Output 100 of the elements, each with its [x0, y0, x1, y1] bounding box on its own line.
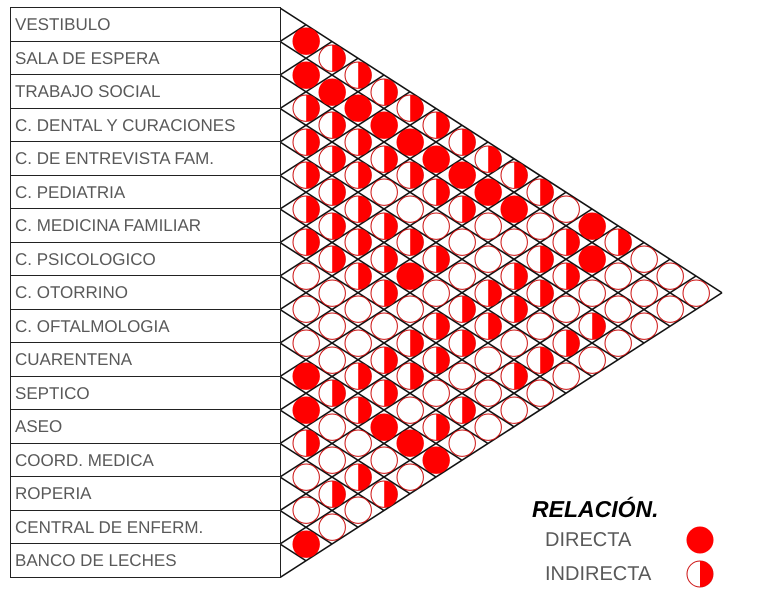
- filled-circle: [292, 396, 320, 424]
- half-filled-circle: [396, 228, 424, 257]
- half-filled-circle: [318, 111, 346, 140]
- filled-circle: [396, 262, 424, 290]
- empty-circle: [474, 379, 502, 408]
- empty-circle: [604, 262, 632, 290]
- empty-circle: [318, 513, 346, 542]
- half-filled-circle: [422, 346, 450, 374]
- filled-circle: [422, 144, 450, 173]
- half-filled-circle: [344, 396, 372, 424]
- room-label: CUARENTENA: [10, 342, 281, 378]
- half-filled-circle: [370, 245, 398, 274]
- filled-circle: [292, 362, 320, 391]
- empty-circle: [292, 462, 320, 492]
- half-filled-circle: [292, 128, 320, 156]
- half-filled-circle: [292, 194, 320, 224]
- half-filled-circle: [370, 78, 398, 106]
- empty-circle: [526, 379, 554, 408]
- empty-circle: [630, 278, 658, 307]
- empty-circle: [526, 312, 554, 340]
- room-label: BANCO DE LECHES: [10, 543, 281, 578]
- empty-circle: [422, 379, 450, 408]
- legend-label: INDIRECTA: [545, 563, 652, 586]
- half-filled-circle: [422, 245, 450, 274]
- half-filled-circle: [318, 245, 346, 274]
- empty-circle: [396, 194, 424, 224]
- empty-circle: [318, 312, 346, 340]
- empty-circle: [344, 295, 372, 324]
- empty-circle: [474, 212, 502, 240]
- empty-circle: [448, 362, 476, 391]
- empty-circle: [500, 328, 528, 358]
- half-filled-circle: [292, 94, 320, 123]
- empty-circle: [552, 194, 580, 224]
- half-filled-circle: [292, 228, 320, 257]
- half-filled-circle: [318, 178, 346, 206]
- empty-circle: [448, 262, 476, 290]
- half-filled-circle: [604, 228, 632, 257]
- half-filled-circle: [344, 228, 372, 257]
- half-filled-circle: [318, 144, 346, 173]
- room-label: C. PSICOLOGICO: [10, 242, 281, 277]
- half-filled-circle: [396, 161, 424, 190]
- half-filled-circle: [422, 178, 450, 206]
- empty-circle: [552, 362, 580, 391]
- half-filled-circle: [552, 262, 580, 290]
- empty-circle: [396, 396, 424, 424]
- legend-title: RELACIÓN.: [532, 496, 658, 523]
- half-filled-circle: [578, 312, 606, 340]
- room-label: SEPTICO: [10, 376, 281, 411]
- empty-circle: [578, 346, 606, 374]
- half-filled-circle: [500, 295, 528, 324]
- filled-circle: [396, 429, 424, 458]
- half-filled-circle: [318, 212, 346, 240]
- half-filled-circle: [552, 228, 580, 257]
- empty-circle: [422, 278, 450, 307]
- half-filled-circle: [396, 94, 424, 123]
- empty-circle: [630, 245, 658, 274]
- half-filled-circle: [370, 144, 398, 173]
- half-filled-circle: [344, 60, 372, 90]
- half-filled-circle: [448, 295, 476, 324]
- half-filled-circle: [370, 346, 398, 374]
- filled-circle: [422, 446, 450, 474]
- half-filled-circle: [292, 161, 320, 190]
- empty-circle: [344, 496, 372, 525]
- half-filled-circle: [422, 412, 450, 441]
- filled-circle: [292, 27, 320, 56]
- filled-circle: [396, 128, 424, 156]
- filled-circle: [292, 60, 320, 90]
- empty-circle: [474, 346, 502, 374]
- half-filled-circle: [370, 379, 398, 408]
- filled-circle: [318, 78, 346, 106]
- filled-circle: [292, 530, 320, 558]
- filled-circle: [370, 111, 398, 140]
- room-label: C. MEDICINA FAMILIAR: [10, 208, 281, 244]
- empty-circle: [292, 328, 320, 358]
- half-filled-circle: [344, 462, 372, 492]
- empty-circle: [370, 446, 398, 474]
- empty-circle: [630, 312, 658, 340]
- empty-circle: [500, 228, 528, 257]
- empty-circle: [292, 496, 320, 525]
- empty-circle: [318, 346, 346, 374]
- half-filled-circle: [370, 212, 398, 240]
- half-filled-circle: [526, 346, 554, 374]
- empty-circle: [318, 278, 346, 307]
- empty-circle: [292, 295, 320, 324]
- half-filled-circle: [526, 278, 554, 307]
- filled-circle: [370, 412, 398, 441]
- filled-circle: [578, 245, 606, 274]
- room-label: C. PEDIATRIA: [10, 174, 281, 210]
- empty-circle: [448, 228, 476, 257]
- half-filled-circle: [370, 278, 398, 307]
- half-filled-circle: [344, 194, 372, 224]
- empty-circle: [396, 295, 424, 324]
- empty-circle: [500, 396, 528, 424]
- half-filled-circle: [396, 328, 424, 358]
- room-label: ASEO: [10, 409, 281, 444]
- room-label: C. DENTAL Y CURACIONES: [10, 108, 281, 143]
- empty-circle: [552, 295, 580, 324]
- empty-circle: [344, 429, 372, 458]
- half-filled-circle: [526, 178, 554, 206]
- room-label: VESTIBULO: [10, 7, 281, 42]
